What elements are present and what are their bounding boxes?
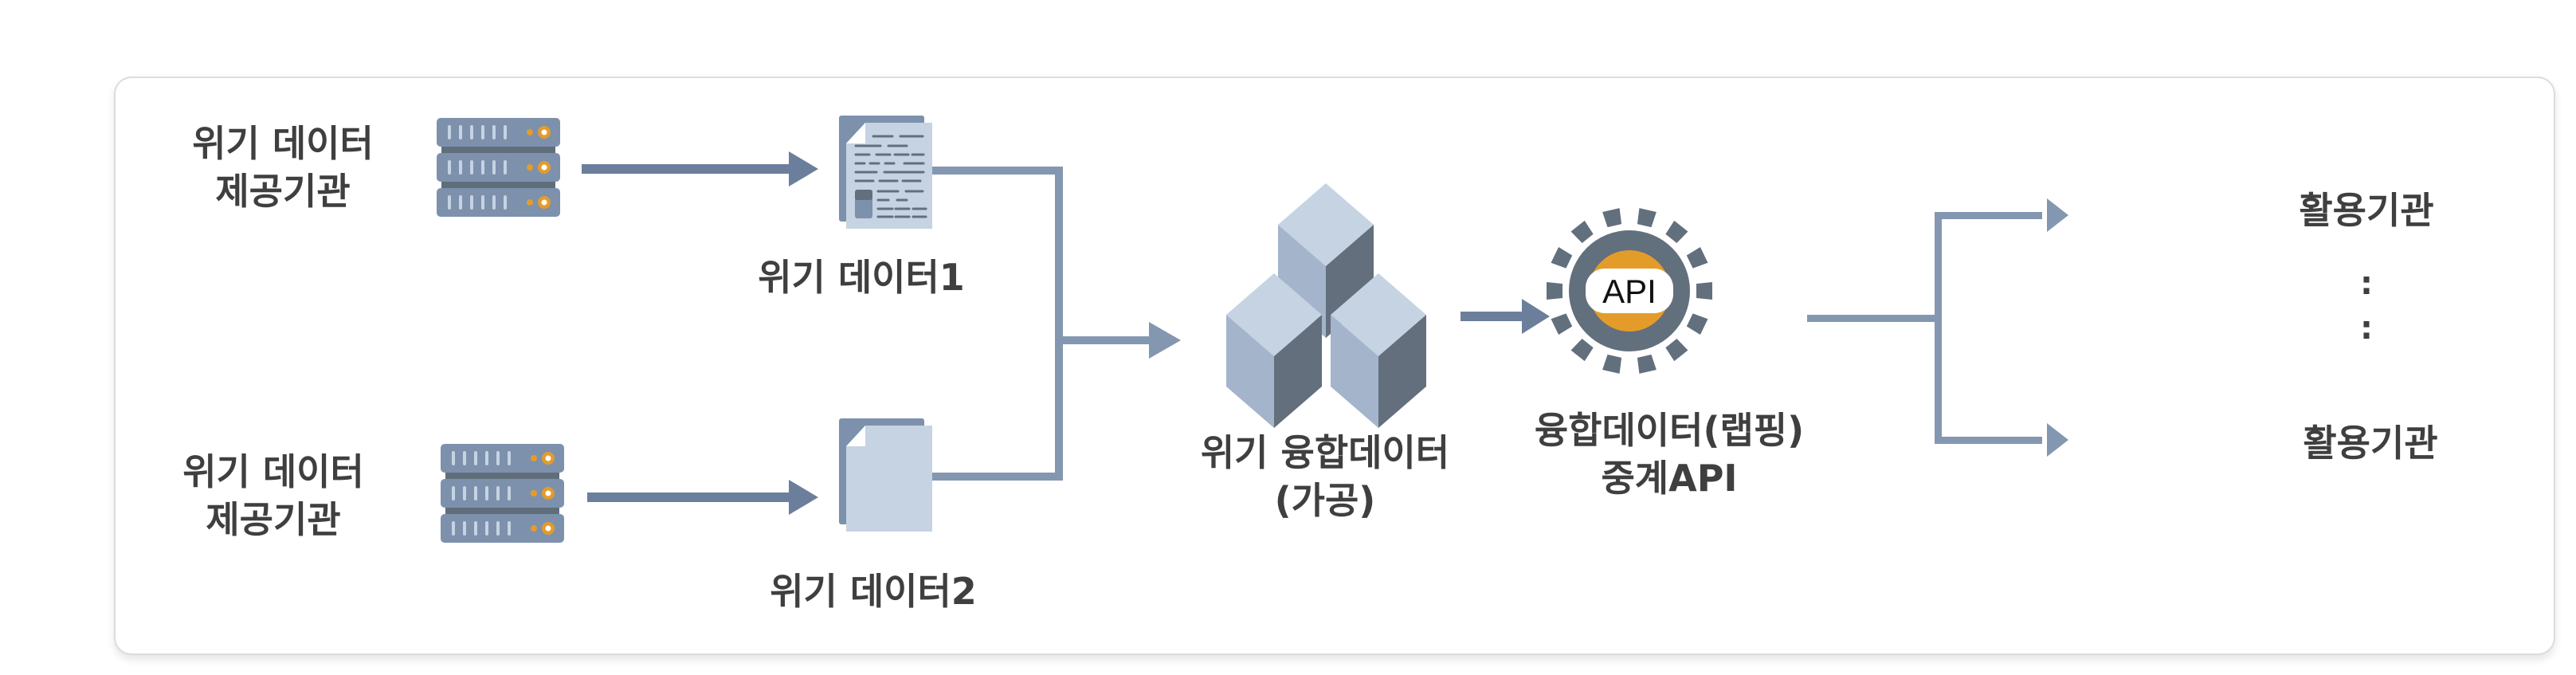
- gear-tooth: [1570, 220, 1594, 243]
- gear-tooth: [1637, 208, 1657, 228]
- provider-label-1: 위기 데이터 제공기관: [192, 120, 374, 215]
- dataset-label-2: 위기 데이터2: [770, 570, 977, 613]
- ellipsis-1: :: [2360, 265, 2373, 302]
- arrow-fusion-to-api: [1461, 299, 1550, 334]
- gear-tooth: [1602, 208, 1622, 228]
- provider-label-2-line1: 위기 데이터: [182, 450, 364, 493]
- gear-tooth: [1551, 246, 1573, 269]
- arrow-provider1-to-data1: [582, 151, 818, 186]
- provider-label-2: 위기 데이터 제공기관: [182, 448, 364, 544]
- gear-tooth: [1570, 339, 1594, 362]
- fusion-label-line2: (가공): [1274, 479, 1376, 522]
- api-label-line1: 융합데이터(랩핑): [1534, 409, 1805, 452]
- distribution-connector: [1807, 198, 2068, 457]
- fusion-label: 위기 융합데이터 (가공): [1201, 429, 1449, 524]
- fusion-label-line1: 위기 융합데이터: [1200, 431, 1450, 474]
- gear-tooth: [1551, 313, 1573, 336]
- arrow-provider2-to-data2: [587, 480, 818, 515]
- server-icon-2: [441, 444, 564, 543]
- gear-tooth: [1686, 246, 1708, 269]
- gear-tooth: [1547, 282, 1562, 300]
- dataset-label-1: 위기 데이터1: [758, 256, 965, 299]
- document-icon-2: [839, 418, 932, 532]
- provider-label-2-line2: 제공기관: [206, 498, 341, 541]
- api-label: 융합데이터(랩핑) 중계API: [1535, 406, 1804, 502]
- gear-tooth: [1602, 354, 1622, 374]
- gear-tooth: [1665, 220, 1688, 243]
- merge-connector: [932, 167, 1181, 481]
- ellipsis-2: :: [2360, 310, 2373, 347]
- gear-tooth: [1665, 339, 1688, 362]
- provider-label-1-line2: 제공기관: [215, 170, 351, 213]
- api-label-line2: 중계API: [1601, 457, 1738, 500]
- consumer-label-2: 활용기관: [2303, 422, 2438, 465]
- server-icon-1: [437, 118, 560, 217]
- provider-label-1-line1: 위기 데이터: [192, 122, 374, 165]
- consumer-label-1: 활용기관: [2299, 189, 2434, 232]
- api-gear-icon: API: [1547, 208, 1712, 374]
- document-icon-1: [839, 116, 932, 229]
- gear-tooth: [1686, 313, 1708, 336]
- gear-tooth: [1637, 354, 1657, 374]
- api-badge-text: API: [1602, 273, 1657, 310]
- gear-tooth: [1696, 282, 1712, 300]
- fusion-cubes-icon: [1226, 183, 1426, 428]
